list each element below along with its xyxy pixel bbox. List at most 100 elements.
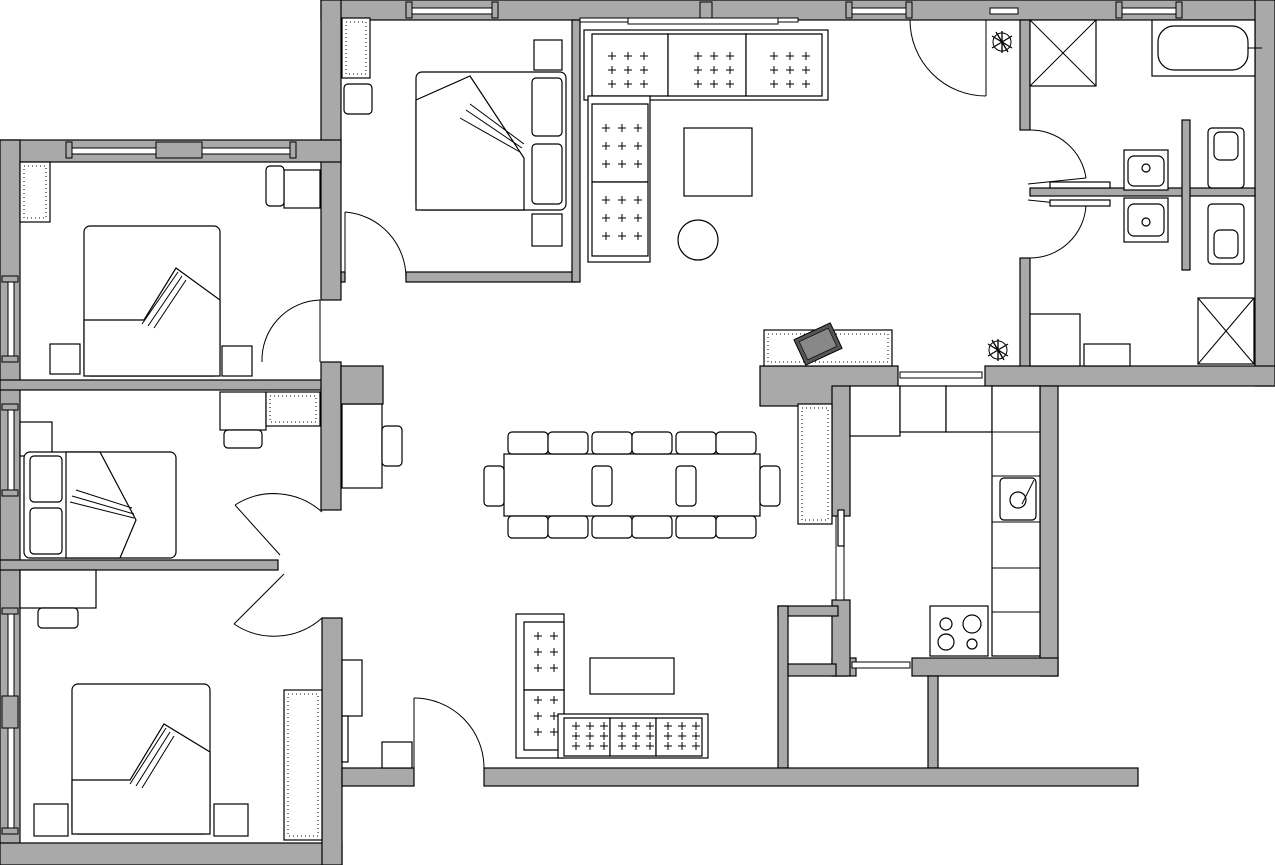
stitch-mark <box>802 52 810 60</box>
stitch-mark <box>600 722 608 730</box>
stitch-mark <box>572 732 580 740</box>
stitch-mark <box>534 664 542 672</box>
stitch-mark <box>550 712 558 720</box>
stitch-mark <box>646 742 654 750</box>
stitch-mark <box>678 732 686 740</box>
stitch-mark <box>786 66 794 74</box>
stitch-mark <box>726 66 734 74</box>
stitch-mark <box>602 232 610 240</box>
stitch-mark <box>618 160 626 168</box>
stitch-mark <box>600 742 608 750</box>
stitch-mark <box>646 722 654 730</box>
corridor-desk <box>340 365 403 489</box>
doors <box>233 19 1111 769</box>
stitch-mark <box>634 214 642 222</box>
stitch-mark <box>618 196 626 204</box>
stitch-mark <box>600 732 608 740</box>
kitchen <box>763 322 1041 657</box>
stitch-mark <box>640 80 648 88</box>
windows <box>1 1 1183 835</box>
plant-icon <box>991 31 1013 53</box>
stitch-mark <box>634 124 642 132</box>
stitch-mark <box>534 696 542 704</box>
bedroom-4 <box>341 17 567 247</box>
stitch-mark <box>624 52 632 60</box>
stitch-mark <box>770 80 778 88</box>
stitch-mark <box>602 214 610 222</box>
stitch-mark <box>608 66 616 74</box>
stitch-mark <box>550 728 558 736</box>
stitch-mark <box>586 732 594 740</box>
stitch-mark <box>534 632 542 640</box>
stitch-mark <box>678 722 686 730</box>
stitch-mark <box>602 160 610 168</box>
stitch-mark <box>634 232 642 240</box>
stitch-mark <box>664 722 672 730</box>
bedroom-1 <box>19 161 321 377</box>
stitch-mark <box>634 142 642 150</box>
stitch-mark <box>618 742 626 750</box>
stitch-mark <box>802 66 810 74</box>
stitch-mark <box>618 214 626 222</box>
stitch-mark <box>634 196 642 204</box>
bedroom-2 <box>19 391 321 559</box>
bathroom <box>1029 19 1262 367</box>
lounge-area <box>381 613 709 769</box>
stitch-mark <box>550 664 558 672</box>
stitch-mark <box>572 722 580 730</box>
stitch-mark <box>618 232 626 240</box>
stitch-mark <box>608 80 616 88</box>
stitch-mark <box>678 742 686 750</box>
stitch-mark <box>692 742 700 750</box>
stitch-mark <box>534 728 542 736</box>
stitch-mark <box>726 52 734 60</box>
stitch-mark <box>632 722 640 730</box>
stitch-mark <box>640 52 648 60</box>
stitch-mark <box>550 648 558 656</box>
stitch-mark <box>770 66 778 74</box>
stitch-mark <box>664 742 672 750</box>
stitch-mark <box>786 52 794 60</box>
stitch-mark <box>694 66 702 74</box>
stitch-mark <box>602 142 610 150</box>
stitch-mark <box>726 80 734 88</box>
stitch-mark <box>618 732 626 740</box>
bedroom-3 <box>19 569 363 841</box>
stitch-mark <box>618 124 626 132</box>
laundry-basket-icon <box>793 322 843 366</box>
stitch-mark <box>786 80 794 88</box>
stitch-mark <box>694 80 702 88</box>
stitch-mark <box>710 66 718 74</box>
stitch-mark <box>550 632 558 640</box>
stitch-mark <box>664 732 672 740</box>
stitch-mark <box>586 722 594 730</box>
stitch-mark <box>618 142 626 150</box>
stitch-mark <box>692 732 700 740</box>
stitch-mark <box>550 696 558 704</box>
stitch-mark <box>634 160 642 168</box>
stitch-mark <box>710 52 718 60</box>
stitch-mark <box>632 732 640 740</box>
stitch-mark <box>602 124 610 132</box>
dining-area <box>483 431 781 539</box>
stitch-mark <box>640 66 648 74</box>
stitch-mark <box>710 80 718 88</box>
stitch-mark <box>586 742 594 750</box>
stitch-mark <box>802 80 810 88</box>
stitch-mark <box>632 742 640 750</box>
stitch-mark <box>602 196 610 204</box>
stitch-mark <box>572 742 580 750</box>
stitch-mark <box>624 80 632 88</box>
stitch-mark <box>534 712 542 720</box>
stitch-mark <box>624 66 632 74</box>
stitch-mark <box>692 722 700 730</box>
stitch-mark <box>608 52 616 60</box>
stitch-mark <box>534 648 542 656</box>
stitch-mark <box>618 722 626 730</box>
living-room <box>583 29 829 263</box>
stitch-mark <box>770 52 778 60</box>
stitch-mark <box>694 52 702 60</box>
plant-icon <box>987 339 1009 361</box>
stitch-mark <box>646 732 654 740</box>
